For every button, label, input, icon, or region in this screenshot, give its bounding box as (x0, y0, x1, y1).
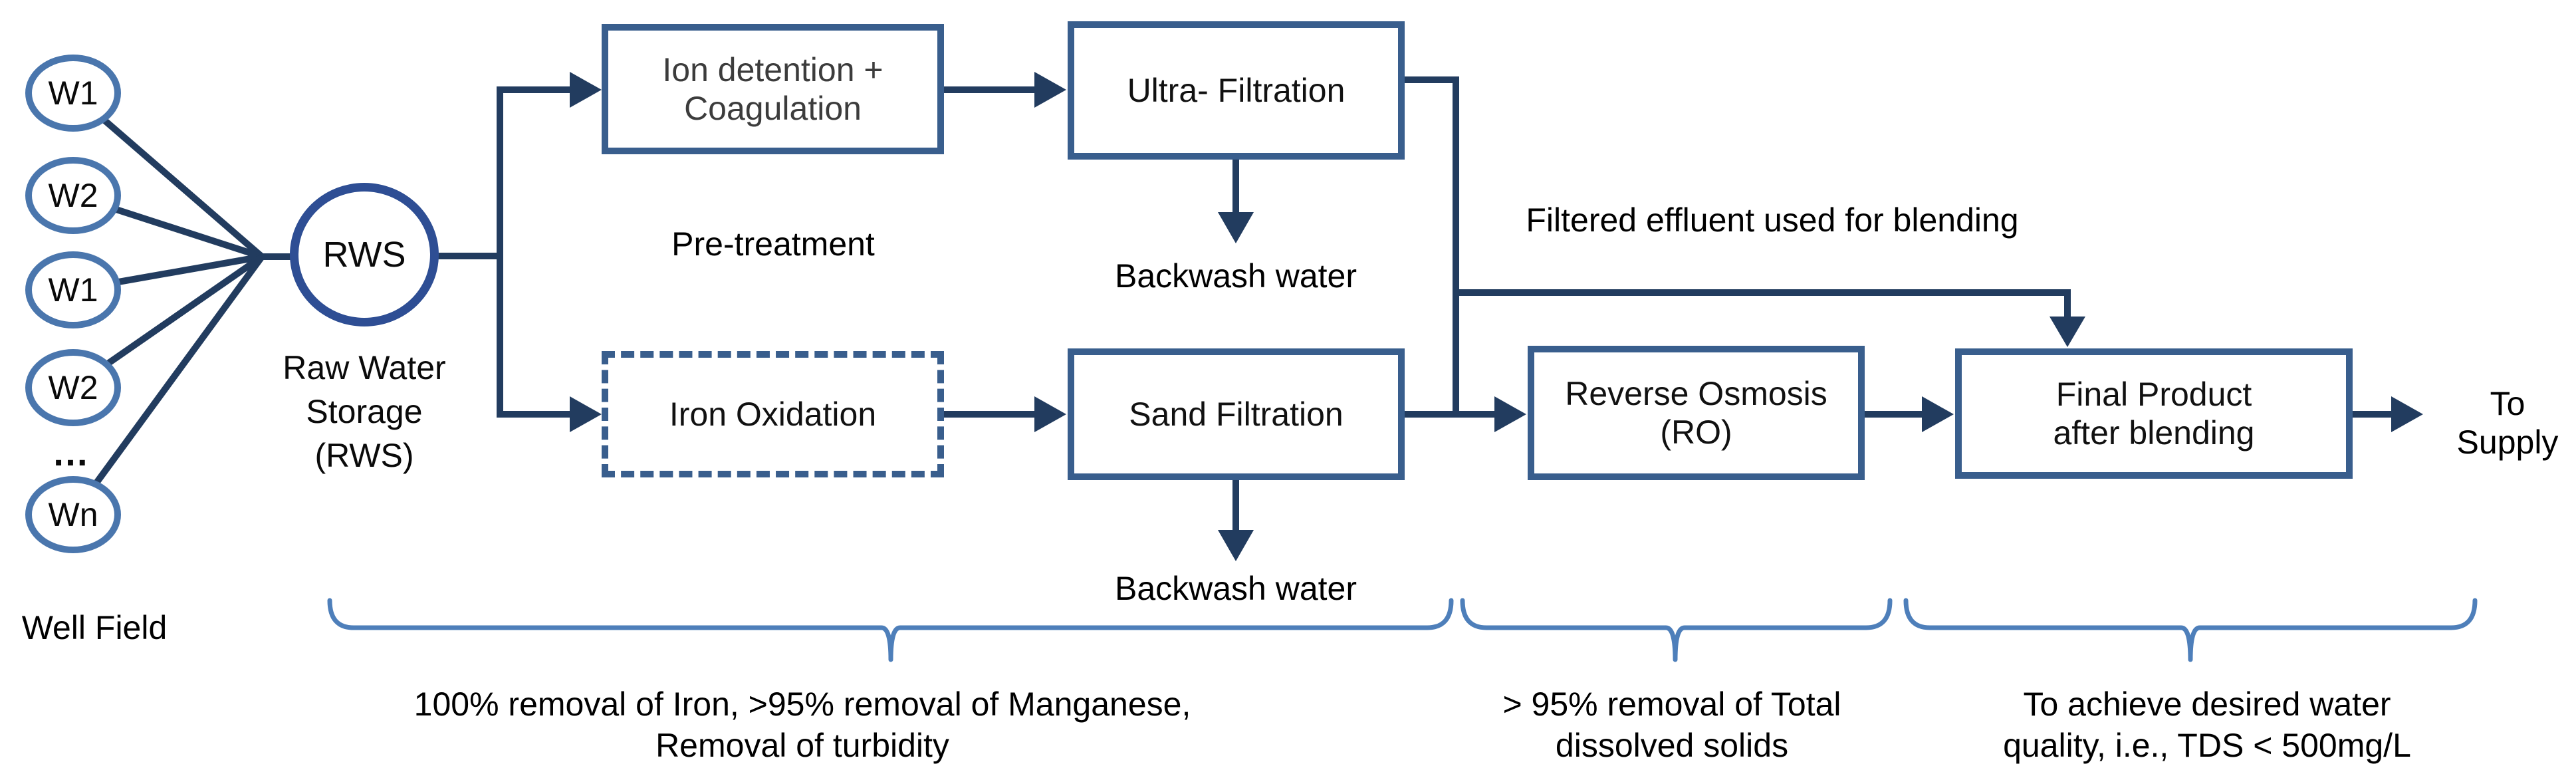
box-label-line: Ultra- Filtration (1127, 72, 1346, 109)
note-pretreatment: 100% removal of Iron, >95% removal of Ma… (414, 684, 1191, 766)
well-label: W2 (48, 177, 98, 214)
box-label-line: Sand Filtration (1129, 396, 1344, 433)
brace-reverse-osmosis (1460, 598, 1893, 662)
arrowhead-to-supply (2391, 396, 2423, 432)
arrowhead-into-ion-detention (570, 72, 602, 108)
well-label: W2 (48, 369, 98, 406)
connector-split-vertical (497, 86, 570, 418)
rws-caption: Raw Water Storage (RWS) (283, 346, 445, 477)
brace-pretreatment (327, 598, 1454, 662)
note-blending: To achieve desired water quality, i.e., … (2003, 684, 2411, 766)
filtered-effluent-label: Filtered effluent used for blending (1526, 201, 2019, 239)
connector-uf-effluent-down (1396, 76, 1459, 414)
brace-blending (1903, 598, 2478, 662)
well-label: W1 (48, 74, 98, 112)
backwash-water-bottom-label: Backwash water (1114, 570, 1357, 607)
rws-caption-line: Storage (306, 393, 423, 430)
box-sand-filtration: Sand Filtration (1068, 348, 1405, 480)
arrowhead-blending-down (2049, 317, 2085, 347)
box-label-line: Coagulation (684, 90, 862, 127)
braces (327, 598, 2478, 662)
well-node-w2a: W2 (25, 157, 121, 234)
box-label-line: Reverse Osmosis (1565, 375, 1827, 412)
arrowhead-into-final-product (1922, 396, 1954, 432)
box-iron-oxidation: Iron Oxidation (602, 351, 944, 477)
well-node-wn: Wn (25, 476, 121, 553)
rws-caption-line: Raw Water (283, 349, 446, 386)
well-node-w1b: W1 (25, 251, 121, 328)
well-node-w2b: W2 (25, 349, 121, 426)
to-supply-line: Supply (2456, 424, 2559, 461)
arrowhead-into-ultra-filtration (1034, 72, 1066, 108)
arrowhead-backwash-bottom (1218, 530, 1254, 561)
rws-label: RWS (322, 235, 406, 275)
to-supply-line: To (2490, 385, 2525, 422)
connector-effluent-blending (1456, 289, 2071, 317)
arrowhead-backwash-top (1218, 212, 1254, 243)
box-ion-detention-coagulation: Ion detention + Coagulation (602, 24, 944, 154)
note-line: Removal of turbidity (655, 727, 949, 764)
arrowhead-into-reverse-osmosis (1494, 396, 1526, 432)
rws-node: RWS (290, 183, 439, 326)
rws-caption-line: (RWS) (314, 437, 414, 474)
arrowhead-into-sand-filtration (1034, 396, 1066, 432)
well-field-label: Well Field (21, 609, 168, 646)
to-supply-label: To Supply (2457, 384, 2559, 461)
well-label: Wn (48, 496, 98, 533)
note-line: To achieve desired water (2023, 686, 2391, 723)
connector-wn-junction (70, 255, 265, 517)
arrowheads (570, 72, 2423, 561)
box-label-line: (RO) (1660, 414, 1732, 451)
arrowhead-into-iron-oxidation (570, 396, 602, 432)
well-ellipsis: … (52, 432, 91, 473)
box-label-line: Iron Oxidation (669, 396, 877, 433)
well-label: W1 (48, 271, 98, 309)
box-label-line: after blending (2053, 414, 2255, 451)
box-reverse-osmosis: Reverse Osmosis (RO) (1528, 346, 1865, 480)
pretreatment-label: Pre-treatment (671, 225, 875, 263)
box-label-line: Ion detention + (662, 51, 883, 88)
backwash-water-top-label: Backwash water (1114, 257, 1357, 295)
note-line: quality, i.e., TDS < 500mg/L (2003, 727, 2411, 764)
box-final-product: Final Product after blending (1955, 348, 2353, 479)
note-reverse-osmosis: > 95% removal of Total dissolved solids (1502, 684, 1841, 766)
well-node-w1a: W1 (25, 55, 121, 132)
box-ultra-filtration: Ultra- Filtration (1068, 21, 1405, 160)
note-line: dissolved solids (1555, 727, 1789, 764)
note-line: > 95% removal of Total (1502, 686, 1841, 723)
note-line: 100% removal of Iron, >95% removal of Ma… (413, 686, 1191, 723)
box-label-line: Final Product (2055, 376, 2252, 413)
